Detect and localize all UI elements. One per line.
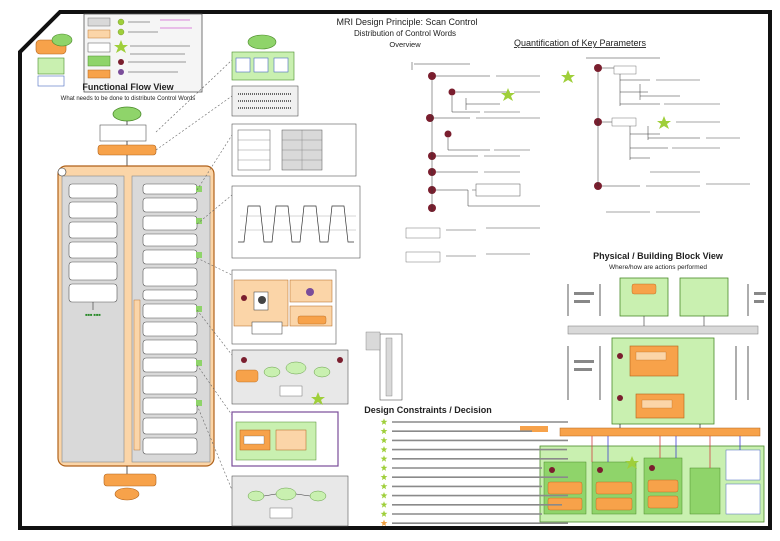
- constraint-star-icon: [380, 436, 388, 444]
- thumbnails: [231, 34, 403, 527]
- overview-tree: [405, 62, 575, 263]
- svg-text:■■■ ■■■: ■■■ ■■■: [85, 312, 101, 317]
- constraint-star-icon: [380, 427, 388, 435]
- legend: [35, 13, 203, 93]
- constraint-star-icon: [380, 464, 388, 471]
- design-constraints-title: Design Constraints / Decision: [364, 405, 492, 415]
- constraint-star-icon: [380, 455, 388, 462]
- main-title: MRI Design Principle: Scan Control: [336, 17, 477, 27]
- physical-view-title: Physical / Building Block View: [593, 251, 724, 261]
- constraint-star-icon: [380, 501, 388, 508]
- design-constraints-list: [380, 418, 568, 527]
- quantification-title: Quantification of Key Parameters: [514, 38, 647, 48]
- functional-flow: ■■■ ■■■: [57, 106, 215, 501]
- physical-view-subtitle: Where/how are actions performed: [609, 264, 707, 271]
- overview-label: Overview: [389, 40, 421, 49]
- constraint-star-icon: [380, 492, 388, 499]
- functional-flow-title: Functional Flow View: [82, 82, 174, 92]
- constraint-star-icon: [380, 482, 388, 490]
- constraint-star-icon: [380, 418, 388, 425]
- main-subtitle: Distribution of Control Words: [354, 29, 456, 38]
- quantification-tree: [586, 57, 750, 213]
- constraint-star-icon: [380, 473, 388, 481]
- constraint-star-icon: [380, 510, 388, 517]
- functional-flow-subtitle: What needs to be done to distribute Cont…: [61, 96, 196, 102]
- constraint-star-icon: [380, 446, 388, 453]
- constraint-star-icon: [380, 519, 388, 527]
- flow-connectors: [155, 59, 233, 491]
- physical-view: [520, 277, 766, 523]
